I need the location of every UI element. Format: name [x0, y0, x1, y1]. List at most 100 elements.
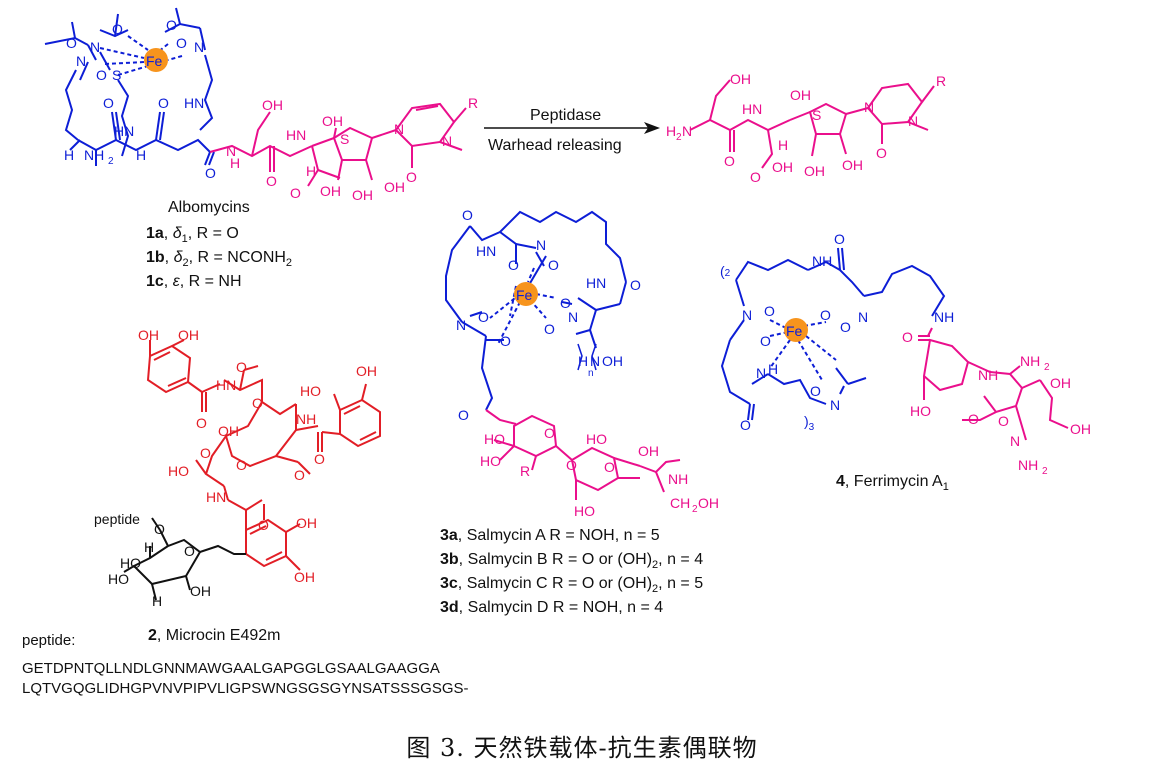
salmycin-o6: O	[478, 309, 489, 325]
salmycin-o7: O	[544, 321, 555, 337]
ferrimycin-iron-center	[784, 318, 808, 342]
albomycins-title: Albomycins	[168, 199, 250, 216]
albomycin-o1: O	[66, 35, 77, 51]
albomycin-1b-sym: δ	[174, 249, 184, 266]
salmycin-o1: O	[462, 207, 473, 223]
albomycin-iron-center	[144, 48, 168, 72]
salmycin-nh: NH	[668, 471, 688, 487]
albomycin-thionucleoside-warhead	[209, 102, 467, 187]
salmycin-o4: O	[630, 277, 641, 293]
albomycin-1a-sub: 1	[182, 233, 188, 245]
ferrimycin-blue-atoms: (2 NH O N O O O O N NH N H O N O )3	[720, 231, 954, 433]
microcin-glc-o1: O	[154, 521, 165, 537]
salmycin-3c-id: 3c	[440, 575, 458, 592]
ferrimycin-o1: O	[834, 231, 845, 247]
arrow-label-bottom: Warhead releasing	[488, 137, 622, 154]
salmycin-disaccharide-moiety	[485, 409, 681, 500]
ferrimycin-nh1: NH	[812, 253, 832, 269]
ferrimycin-o8: O	[902, 329, 913, 345]
albomycin-n1: N	[90, 39, 100, 55]
albomycin-1b-rest: , R = NCONH	[189, 249, 286, 266]
salmycin-structure: Fe O HN N O O HN O O N O O N O H N OH n …	[445, 207, 719, 519]
albomycin-row-1a: 1a, δ1, R = O	[146, 225, 239, 245]
peptide-sequence-line-2: LQTVGQGLIDHGPVNVPIPVLIGPSWNGSGSGYNSATSSS…	[22, 680, 469, 697]
ferrimycin-ho: HO	[910, 403, 931, 419]
microcin-o8: O	[258, 517, 269, 533]
ferrimycin-fe-label: Fe	[786, 323, 803, 339]
salmycin-ho3: HO	[586, 431, 607, 447]
microcin-legend: 2, Microcin E492m	[148, 627, 281, 644]
salmycin-row-3c: 3c, Salmycin C R = O or (OH)2, n = 5	[440, 575, 703, 595]
warhead-r: R	[936, 73, 946, 89]
albomycin-n5: N	[394, 121, 404, 137]
peptide-sequence-line-1: GETDPNTQLLNDLGNNMAWGAALGAPGGLGSAALGAAGGA	[22, 660, 440, 677]
albomycin-row-1c: 1c, ε, R = NH	[146, 273, 242, 290]
microcin-nh: NH	[296, 411, 316, 427]
albomycin-magenta-atoms: OH N H O HN OH S H O OH OH OH N N O R	[226, 95, 478, 203]
albomycin-o5: O	[96, 67, 107, 83]
salmycin-oh: OH	[602, 353, 623, 369]
albomycin-oh4: OH	[352, 187, 373, 203]
microcin-ho1: HO	[300, 383, 321, 399]
microcin-oh3: OH	[218, 423, 239, 439]
microcin-o7: O	[200, 445, 211, 461]
salmycin-3c-sub: 2	[652, 583, 658, 595]
ferrimycin-legend: 4, Ferrimycin A1	[836, 473, 949, 493]
salmycin-row-3b: 3b, Salmycin B R = O or (OH)2, n = 4	[440, 551, 703, 571]
microcin-glc-oh: OH	[190, 583, 211, 599]
microcin-glc-ho1: HO	[120, 555, 141, 571]
microcin-structure: OH OH HN O O O OH HO OH NH O O O HO O HN…	[94, 327, 381, 644]
salmycin-ho2: HO	[480, 453, 501, 469]
salmycin-oh1: OH	[638, 443, 659, 459]
ferrimycin-o2: O	[764, 303, 775, 319]
albomycin-n2: N	[194, 39, 204, 55]
ferrimycin-o6: O	[810, 383, 821, 399]
ferrimycin-label: 4, Ferrimycin A1	[836, 473, 949, 493]
salmycin-3d-id: 3d	[440, 599, 459, 616]
microcin-oh2: OH	[178, 327, 199, 343]
ferrimycin-o9: O	[998, 413, 1009, 429]
salmycin-3a-text: , Salmycin A R = NOH, n = 5	[458, 527, 660, 544]
ferrimycin-nh2: NH	[934, 309, 954, 325]
salmycin-n2: N	[456, 317, 466, 333]
salmycin-row-3a: 3a, Salmycin A R = NOH, n = 5	[440, 527, 660, 544]
warhead-h: H	[778, 137, 788, 153]
microcin-peptide-tag: peptide	[94, 511, 140, 527]
salmycin-ho4: HO	[574, 503, 595, 519]
warhead-oh1: OH	[730, 71, 751, 87]
albomycin-o2: O	[112, 21, 123, 37]
warhead-h2n-sub: 2	[676, 132, 682, 143]
salmycin-3b-tail: , n = 4	[658, 551, 703, 568]
ferrimycin-structure: Fe (2 NH O N O O O O N NH N H O N O )3	[720, 231, 1091, 493]
salmycin-row-3d: 3d, Salmycin D R = NOH, n = 4	[440, 599, 663, 616]
albomycin-h2: H	[136, 147, 146, 163]
microcin-enterobactin-moiety	[146, 339, 381, 571]
ferrimycin-nh2-bottom-sub: 2	[1042, 466, 1048, 477]
albomycin-fe-label: Fe	[146, 53, 163, 69]
released-warhead-atoms: OH H 2 N HN O OH S H O OH OH OH N N O R	[666, 71, 946, 185]
microcin-label: 2, Microcin E492m	[148, 627, 281, 644]
ferrimycin-nh2-bottom: NH	[1018, 457, 1038, 473]
albomycin-hn3: HN	[286, 127, 306, 143]
albomycin-1a-id: 1a	[146, 225, 164, 242]
albomycin-s-blue: S	[112, 67, 121, 83]
ferrimycin-o5: O	[840, 319, 851, 335]
salmycin-blue-atoms: O HN N O O HN O O N O O N O H N OH n O	[456, 207, 641, 423]
albomycin-1c-rest: , R = NH	[180, 273, 242, 290]
albomycin-o8: O	[205, 165, 216, 181]
albomycin-1c-sym: ε	[173, 273, 181, 290]
albomycin-oh3: OH	[320, 183, 341, 199]
albomycin-o10: O	[290, 185, 301, 201]
ferrimycin-name: , Ferrimycin A	[845, 473, 943, 490]
ferrimycin-ch2-index-label: (2	[720, 263, 731, 279]
albomycin-o9: O	[266, 173, 277, 189]
microcin-oh5: OH	[296, 515, 317, 531]
salmycin-o11: O	[566, 457, 577, 473]
ferrimycin-n5: N	[1010, 433, 1020, 449]
albomycin-oh5: OH	[384, 179, 405, 195]
albomycin-oh1: OH	[262, 97, 283, 113]
arrow-label-top: Peptidase	[530, 107, 601, 124]
microcin-oh1: OH	[138, 327, 159, 343]
albomycin-1a-sym: δ	[173, 225, 183, 242]
warhead-o2: O	[750, 169, 761, 185]
